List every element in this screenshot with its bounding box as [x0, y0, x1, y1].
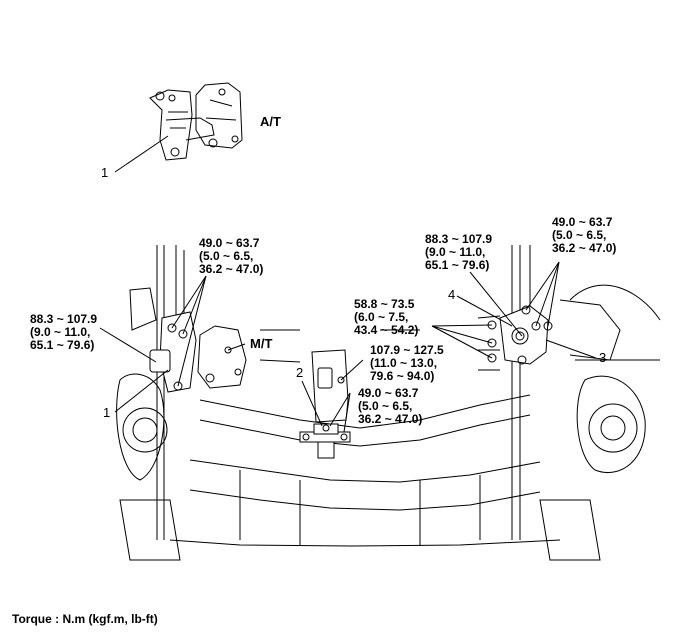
torque-unit-note: Torque : N.m (kgf.m, lb-ft) — [12, 612, 158, 626]
mt-mount-bracket — [149, 311, 247, 393]
torque-mt-upper: 49.0 ~ 63.7 (5.0 ~ 6.5, 36.2 ~ 47.0) — [199, 236, 264, 276]
torque-right-mid: 88.3 ~ 107.9 (9.0 ~ 11.0, 65.1 ~ 79.6) — [425, 232, 493, 272]
right-mount-bracket — [477, 305, 553, 371]
callout-1-left: 1 — [103, 405, 111, 420]
center-mount-bracket — [299, 349, 351, 459]
callout-4: 4 — [448, 287, 456, 302]
torque-mt-left: 88.3 ~ 107.9 (9.0 ~ 11.0, 65.1 ~ 79.6) — [30, 312, 98, 352]
torque-center-low: 49.0 ~ 63.7 (5.0 ~ 6.5, 36.2 ~ 47.0) — [358, 386, 423, 426]
torque-right-top: 49.0 ~ 63.7 (5.0 ~ 6.5, 36.2 ~ 47.0) — [552, 215, 617, 255]
callout-3: 3 — [599, 350, 607, 365]
at-label: A/T — [260, 114, 281, 129]
mt-label: M/T — [250, 336, 273, 351]
at-mount-bracket — [114, 82, 243, 173]
torque-center-mid: 58.8 ~ 73.5 (6.0 ~ 7.5, 43.4 ~ 54.2) — [354, 297, 419, 337]
torque-center-side: 107.9 ~ 127.5 (11.0 ~ 13.0, 79.6 ~ 94.0) — [370, 343, 444, 383]
callout-1-top: 1 — [101, 165, 109, 180]
callout-2: 2 — [296, 365, 304, 380]
subframe — [116, 245, 661, 561]
leader-lines — [99, 261, 597, 433]
